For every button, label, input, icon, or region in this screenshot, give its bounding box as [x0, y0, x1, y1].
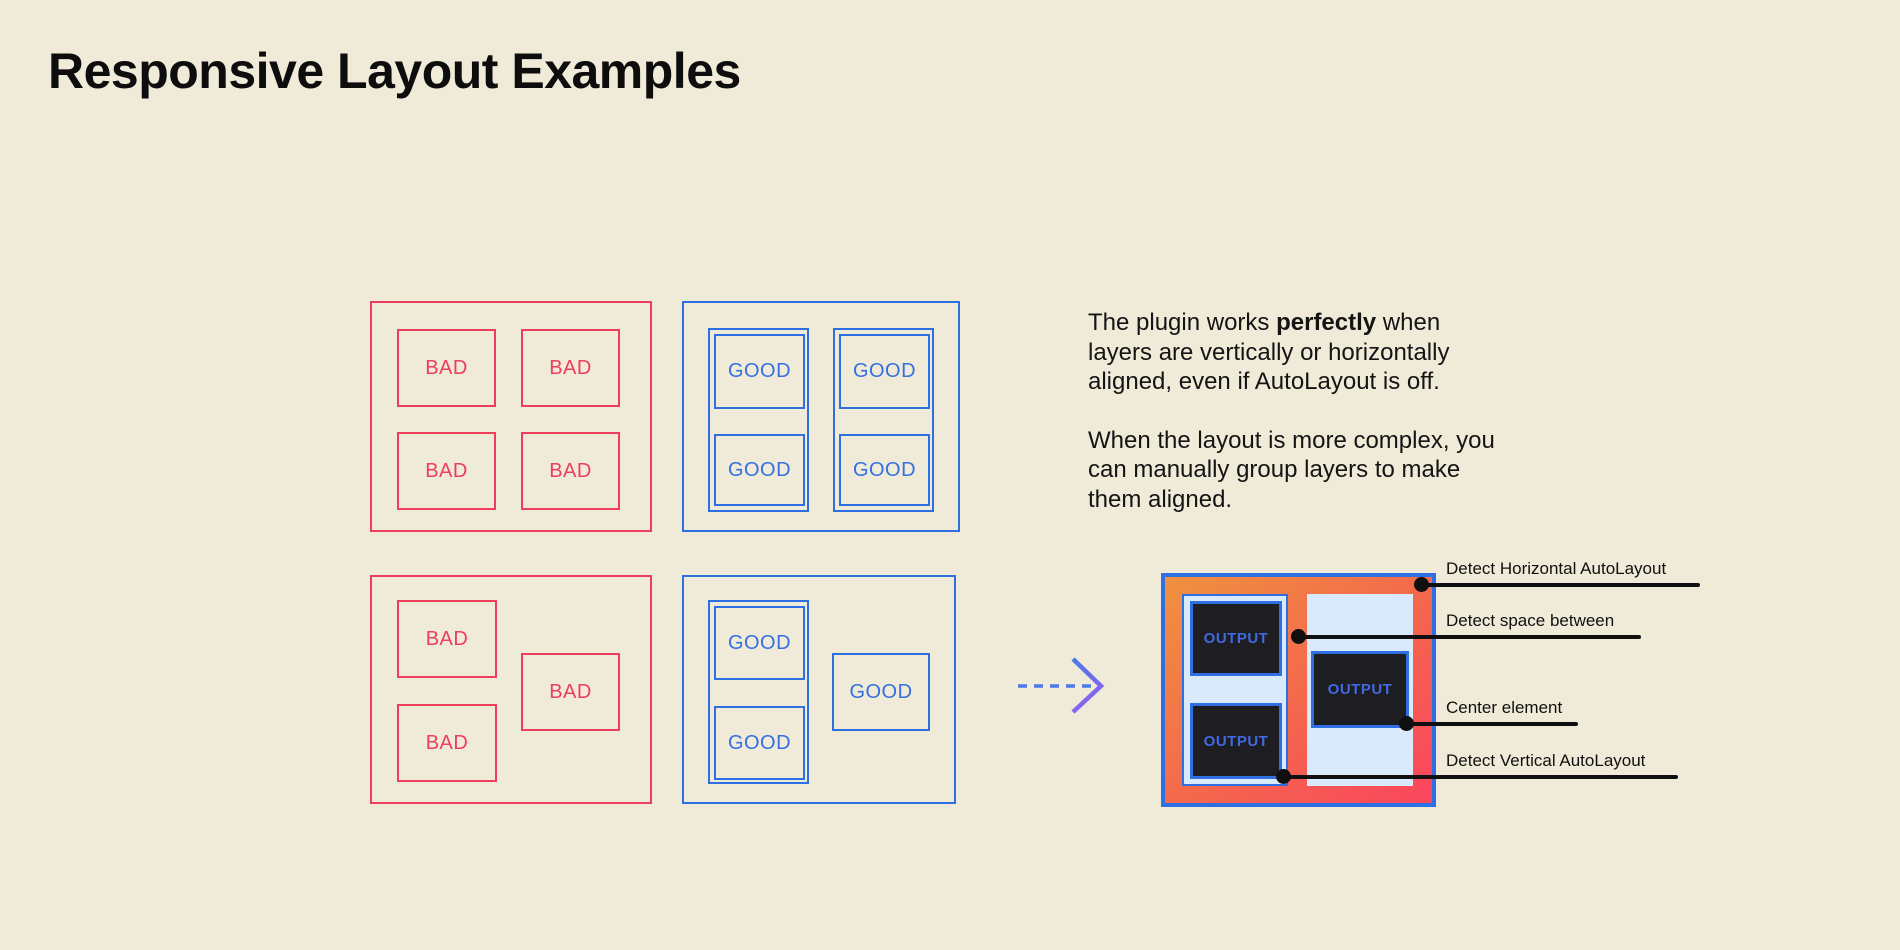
bad-box: BAD [397, 704, 497, 782]
arrow-right-icon [1018, 657, 1105, 714]
annotation-dot [1399, 716, 1414, 731]
annotation-dot [1291, 629, 1306, 644]
bad-box: BAD [397, 329, 496, 407]
good-box: GOOD [714, 706, 805, 780]
output-box: OUTPUT [1190, 703, 1282, 779]
description-paragraph-2: When the layout is more complex, you can… [1088, 426, 1495, 513]
annotation-dot [1276, 769, 1291, 784]
bad-box: BAD [521, 653, 620, 731]
good-box: GOOD [714, 606, 805, 680]
bad-box: BAD [521, 329, 620, 407]
bad-scatter-frame: BAD BAD BAD [370, 575, 652, 804]
page-title: Responsive Layout Examples [48, 43, 741, 99]
output-box: OUTPUT [1190, 601, 1282, 676]
good-grid-frame: GOOD GOOD GOOD GOOD [682, 301, 960, 532]
bad-box: BAD [521, 432, 620, 510]
bad-box: BAD [397, 600, 497, 678]
annotation-label: Detect Vertical AutoLayout [1446, 751, 1646, 770]
good-box: GOOD [839, 434, 930, 506]
good-group-wrapper: GOOD GOOD [708, 328, 809, 512]
annotation-label: Detect Horizontal AutoLayout [1446, 559, 1667, 578]
output-vertical-group: OUTPUT OUTPUT [1182, 594, 1288, 786]
good-box: GOOD [832, 653, 930, 731]
output-preview-frame: OUTPUT OUTPUT OUTPUT [1161, 573, 1436, 807]
bad-box: BAD [397, 432, 496, 510]
annotation-line [1406, 722, 1578, 726]
annotation-line [1421, 583, 1700, 587]
output-box: OUTPUT [1311, 651, 1409, 728]
good-box: GOOD [714, 334, 805, 409]
annotation-dot [1414, 577, 1429, 592]
description-paragraph-1: The plugin works perfectly when layers a… [1088, 309, 1450, 395]
good-scatter-frame: GOOD GOOD GOOD [682, 575, 956, 804]
annotation-line [1298, 635, 1641, 639]
description-text: The plugin works perfectly when layers a… [1088, 308, 1568, 543]
good-box: GOOD [839, 334, 930, 409]
annotation-label: Center element [1446, 698, 1563, 717]
annotation-label: Detect space between [1446, 611, 1615, 630]
bad-grid-frame: BAD BAD BAD BAD [370, 301, 652, 532]
good-group-wrapper: GOOD GOOD [833, 328, 934, 512]
good-group-wrapper: GOOD GOOD [708, 600, 809, 784]
output-center-column: OUTPUT [1307, 594, 1413, 786]
good-box: GOOD [714, 434, 805, 506]
annotation-line [1283, 775, 1678, 779]
